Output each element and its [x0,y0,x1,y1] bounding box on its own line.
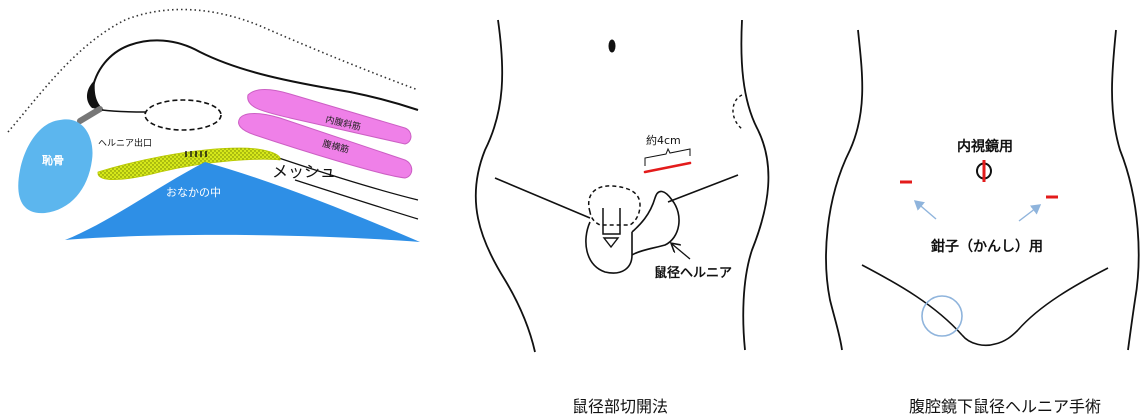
open-repair-panel: 約4cm 鼠径ヘルニア 鼠径部切開法 [474,19,770,416]
hip-dashed-arc [732,94,743,130]
abdominal-cavity-label: おなかの中 [166,186,221,199]
mesh [97,147,281,180]
hernia-sac-dashed [144,99,222,131]
incision-length-label: 約4cm [646,133,681,147]
groin-line-right [1017,267,1109,331]
internal-oblique-muscle [247,89,412,145]
ligament-band [77,106,103,124]
transversus-muscle [238,113,413,179]
groin-line-left [861,264,963,336]
body-outline-right [1111,29,1140,351]
navel [608,39,616,53]
skin-dotted-line [7,8,419,133]
genital-outline [585,190,680,274]
groin-line-left [494,177,591,219]
laparoscopic-panel: 内視鏡用 鉗子（かんし）用 腹腔鏡下鼠径ヘルニア手術 [825,29,1140,416]
pubic-bone [18,119,93,214]
pubic-bone-label: 恥骨 [42,153,64,167]
incision-bracket [644,147,691,166]
forceps-label: 鉗子（かんし）用 [931,238,1043,255]
hernia-exit-label: ヘルニア出口 [98,137,152,149]
incision-line [643,161,692,174]
mesh-label: メッシュ [272,162,336,181]
hernia-dashed-outline [588,185,641,226]
pubic-curve [961,329,1019,347]
body-outline-left [474,19,536,353]
inguinal-floor-line [101,109,147,113]
open-repair-caption: 鼠径部切開法 [572,397,668,416]
body-outline-left [825,29,864,351]
cross-section-panel: 内腹斜筋 腹横筋 ヘルニア出口 恥骨 メッシュ おなかの中 [7,8,420,242]
tack-marks [185,151,207,157]
abdominal-cavity [65,162,420,242]
hernia-arrow [672,244,691,260]
fascia-line-2 [294,179,419,220]
ligament-crescent [86,80,104,110]
abdominal-wall-line [91,39,419,111]
forceps-arrow-right [1018,204,1042,222]
forceps-arrow-left [913,200,937,220]
groin-line-right [667,174,739,203]
laparoscopic-caption: 腹腔鏡下鼠径ヘルニア手術 [909,397,1101,416]
hernia-label: 鼠径ヘルニア [654,265,732,281]
penis-outline [602,208,621,235]
body-outline-right [740,19,770,351]
hernia-site-circle [921,295,963,337]
glans-triangle [602,237,620,249]
endoscope-label: 内視鏡用 [957,138,1013,155]
